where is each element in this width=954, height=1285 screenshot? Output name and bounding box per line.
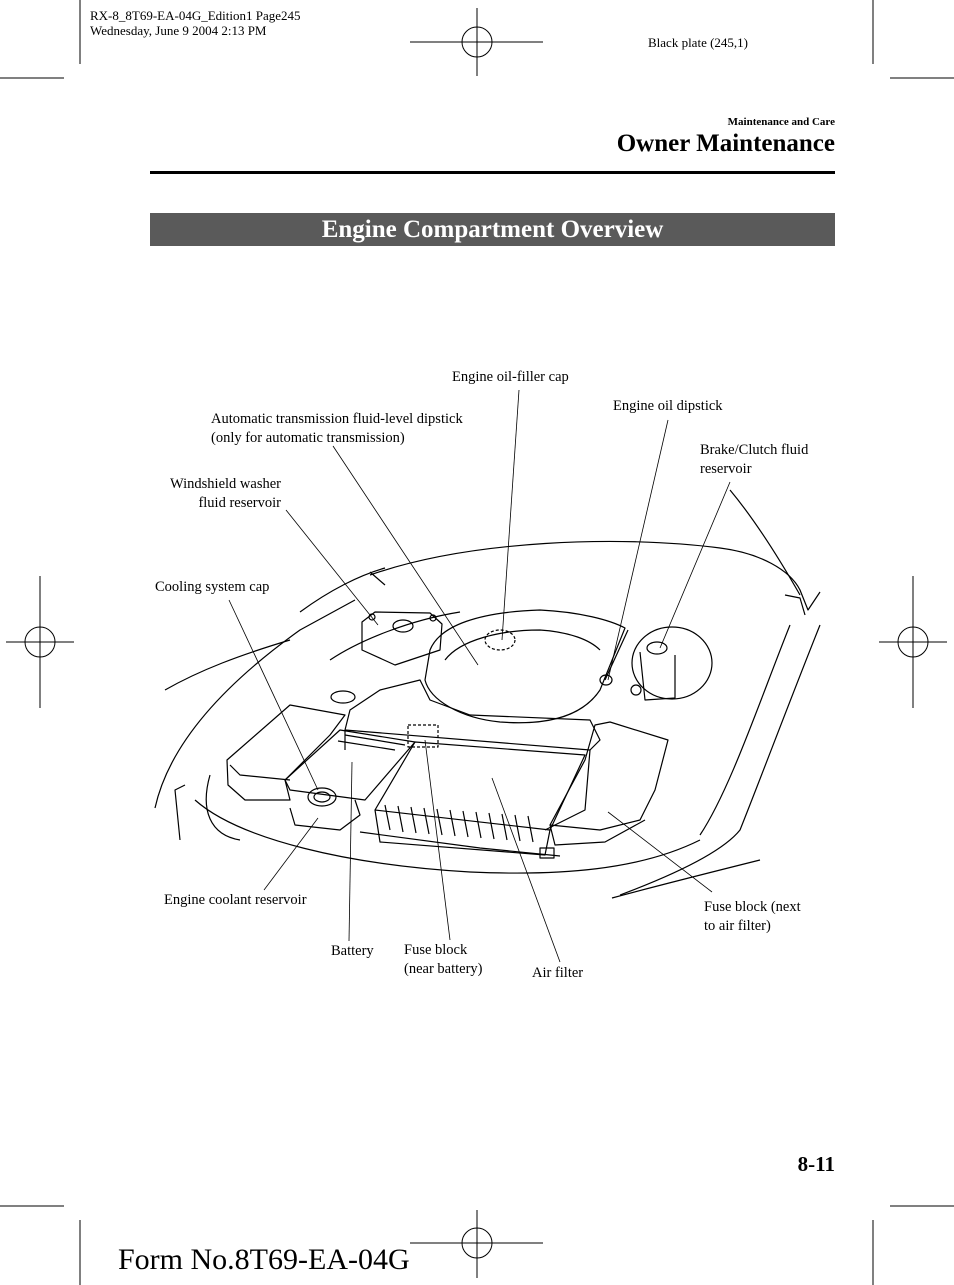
print-header-line1: RX-8_8T69-EA-04G_Edition1 Page245 — [90, 8, 301, 23]
page-number: 8-11 — [797, 1152, 835, 1176]
label-oil-filler-cap: Engine oil-filler cap — [452, 369, 569, 385]
label-brake-clutch-reservoir: Brake/Clutch fluid reservoir — [700, 442, 809, 477]
title-rule — [150, 171, 835, 174]
print-header-line2: Wednesday, June 9 2004 2:13 PM — [90, 23, 267, 38]
label-washer-reservoir: Windshield washer fluid reservoir — [170, 476, 281, 511]
label-atf-dipstick: Automatic transmission fluid-level dipst… — [211, 411, 463, 446]
label-fuse-block-next-to-air-filter: Fuse block (next to air filter) — [704, 899, 801, 934]
label-air-filter: Air filter — [532, 965, 584, 981]
section-title: Owner Maintenance — [616, 130, 835, 157]
label-battery: Battery — [331, 943, 374, 959]
print-header: RX-8_8T69-EA-04G_Edition1 Page245 Wednes… — [90, 8, 301, 38]
label-coolant-reservoir: Engine coolant reservoir — [164, 892, 307, 908]
plate-label: Black plate (245,1) — [648, 35, 748, 50]
form-number: Form No.8T69-EA-04G — [118, 1243, 410, 1276]
label-cooling-system-cap: Cooling system cap — [155, 579, 270, 595]
banner-title: Engine Compartment Overview — [150, 213, 835, 246]
label-fuse-block-near-battery: Fuse block (near battery) — [404, 942, 483, 977]
label-oil-dipstick: Engine oil dipstick — [613, 398, 723, 414]
section-category: Maintenance and Care — [727, 116, 835, 128]
